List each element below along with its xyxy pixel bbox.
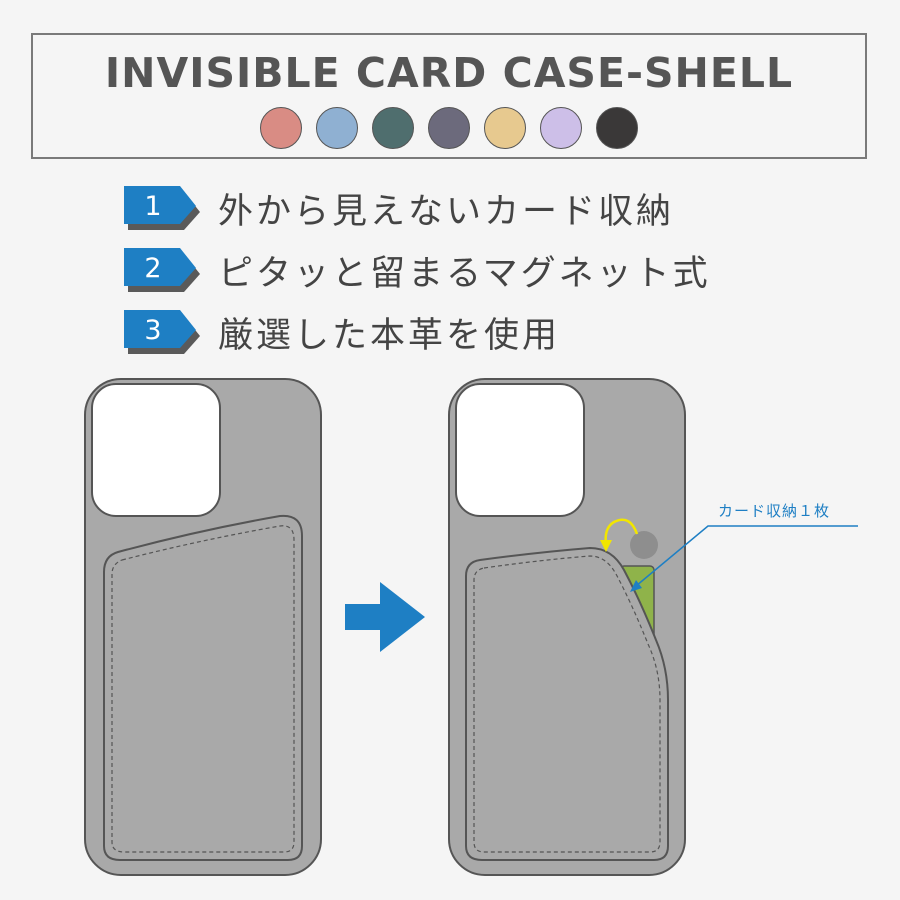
camera-cutout (455, 383, 585, 517)
color-swatch[interactable] (372, 107, 414, 149)
color-swatch[interactable] (540, 107, 582, 149)
badge-arrow-shape (124, 310, 200, 354)
color-swatch[interactable] (428, 107, 470, 149)
feature-text: 厳選した本革を使用 (218, 315, 561, 356)
feature-text: 外から見えないカード収納 (218, 191, 675, 232)
magnet-dot (630, 531, 658, 559)
color-swatch[interactable] (316, 107, 358, 149)
leather-pocket (103, 514, 303, 861)
badge-arrow-shape (124, 186, 200, 230)
callout-line (635, 525, 858, 587)
flip-arrow-icon (604, 518, 639, 545)
feature-item-1: 1 外から見えないカード収納 (124, 186, 674, 232)
color-swatch[interactable] (260, 107, 302, 149)
case-closed (84, 378, 322, 876)
pocket-stitching (473, 555, 661, 853)
badge-number: 1 (144, 191, 162, 222)
color-swatch[interactable] (596, 107, 638, 149)
transition-arrow-icon (345, 582, 425, 652)
badge-number: 3 (144, 315, 162, 346)
color-swatches (33, 107, 865, 149)
badge-number: 2 (144, 253, 162, 284)
case-open (448, 378, 686, 876)
pocket-stitching (111, 525, 295, 853)
badge-arrow-shape (124, 248, 200, 292)
product-title: INVISIBLE CARD CASE-SHELL (104, 49, 794, 97)
title-banner: INVISIBLE CARD CASE-SHELL (31, 33, 867, 159)
feature-text: ピタッと留まるマグネット式 (218, 253, 711, 294)
color-swatch[interactable] (484, 107, 526, 149)
card-storage-callout: カード収納１枚 (718, 502, 831, 520)
feature-item-3: 3 厳選した本革を使用 (124, 310, 560, 356)
feature-item-2: 2 ピタッと留まるマグネット式 (124, 248, 711, 294)
number-badge: 2 (124, 248, 202, 292)
number-badge: 3 (124, 310, 202, 354)
leather-pocket-open (465, 546, 669, 861)
camera-cutout (91, 383, 221, 517)
number-badge: 1 (124, 186, 202, 230)
